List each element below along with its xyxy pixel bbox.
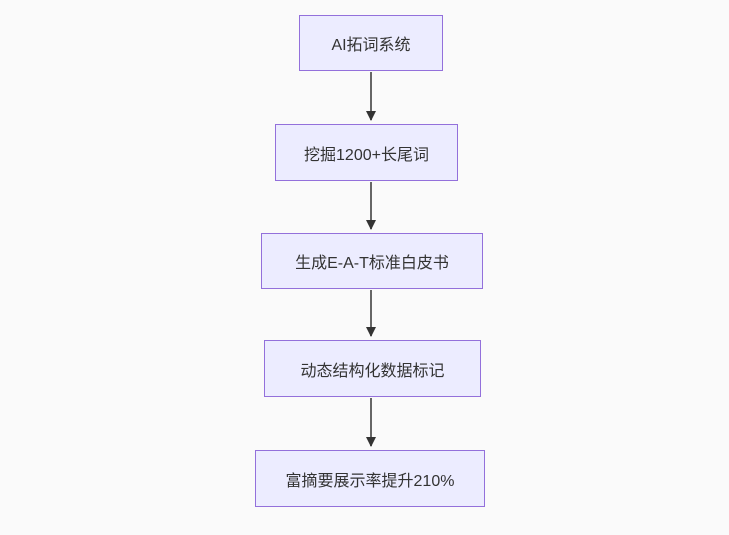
flow-node-label: AI拓词系统 [331, 37, 411, 54]
flow-node-label: 富摘要展示率提升210% [285, 472, 455, 490]
flow-node-structured-data-markup: 动态结构化数据标记 [264, 340, 481, 397]
flow-node-ai-keyword-system: AI拓词系统 [299, 15, 443, 71]
flow-node-longtail-mining: 挖掘1200+长尾词 [275, 124, 458, 181]
flow-node-rich-snippet-uplift: 富摘要展示率提升210% [255, 450, 485, 507]
flow-node-eat-whitepaper: 生成E-A-T标准白皮书 [261, 233, 483, 289]
flow-node-label: 挖掘1200+长尾词 [304, 146, 429, 164]
flow-node-label: 动态结构化数据标记 [300, 362, 445, 380]
flow-node-label: 生成E-A-T标准白皮书 [295, 255, 449, 272]
